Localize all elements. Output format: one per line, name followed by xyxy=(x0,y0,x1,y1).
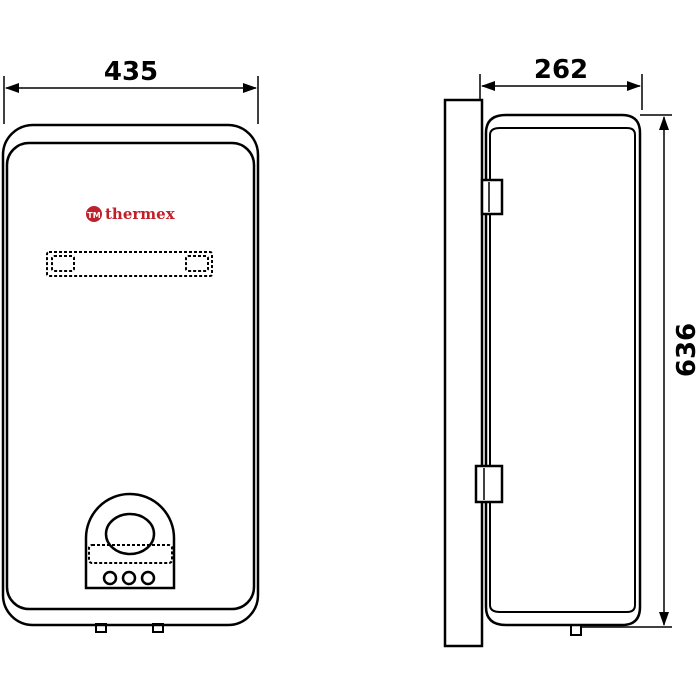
front-view: 435 TM thermex xyxy=(1,57,260,633)
tank-front-face xyxy=(489,127,636,613)
grip-recess-left-pocket xyxy=(51,255,75,272)
front-panel xyxy=(5,141,256,611)
pipe-connector-left xyxy=(95,623,107,633)
width-label: 435 xyxy=(104,57,158,87)
mounting-bracket-bottom xyxy=(474,464,504,504)
brand-logo-icon xyxy=(86,206,102,222)
brand-logo: TM thermex xyxy=(86,205,176,223)
control-button-1 xyxy=(102,570,118,586)
depth-arrow-left xyxy=(481,81,495,91)
wall-plate xyxy=(443,98,484,648)
control-display xyxy=(88,544,173,564)
width-arrow-right xyxy=(243,83,257,93)
brand-logo-icon-letters: TM xyxy=(87,211,100,220)
width-arrow-left xyxy=(5,83,19,93)
grip-recess-outline xyxy=(46,251,213,277)
height-arrow-top xyxy=(659,116,669,130)
side-pipe-connector xyxy=(570,624,582,636)
control-panel xyxy=(84,492,176,590)
height-arrow-bottom xyxy=(659,612,669,626)
depth-dimension: 262 xyxy=(479,55,643,110)
width-dimension: 435 xyxy=(3,57,259,124)
grip-recess-right-pocket xyxy=(185,255,209,272)
height-label: 636 xyxy=(672,323,700,377)
control-dial xyxy=(104,512,156,556)
tank-body xyxy=(484,113,642,627)
depth-label: 262 xyxy=(534,55,588,85)
mounting-bracket-top xyxy=(480,178,504,216)
control-button-3 xyxy=(140,570,156,586)
depth-arrow-right xyxy=(627,81,641,91)
grip-recess xyxy=(46,251,213,277)
front-outer-shell xyxy=(1,123,260,627)
pipe-connector-right xyxy=(152,623,164,633)
brand-name: thermex xyxy=(105,205,176,223)
control-panel-outline xyxy=(84,492,176,590)
control-button-2 xyxy=(121,570,137,586)
side-view: 262 636 xyxy=(443,55,700,648)
height-dimension: 636 xyxy=(582,114,700,628)
